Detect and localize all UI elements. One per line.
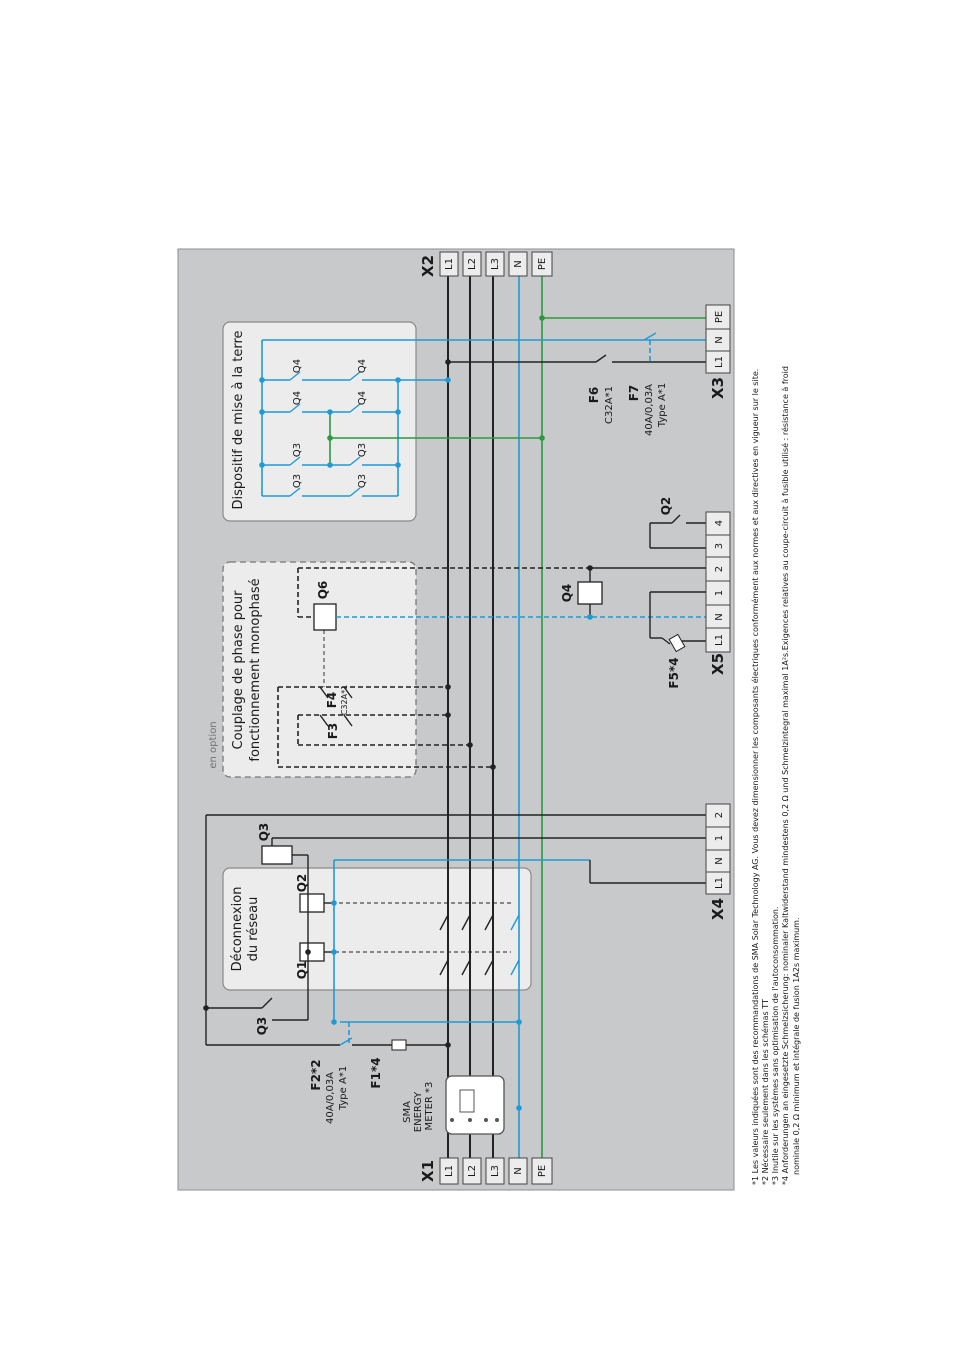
f6-label: F6 — [587, 387, 601, 404]
terminal-x5: L1 N 1 2 3 4 X5 — [705, 511, 731, 675]
optional-label: en option — [208, 721, 219, 768]
x4-pin-n: N — [714, 857, 725, 864]
q6-label: Q6 — [316, 581, 330, 600]
x2-pin-pe: PE — [537, 258, 548, 270]
x5-pin-l1: L1 — [714, 634, 725, 646]
x5-pin-4: 4 — [714, 520, 725, 526]
x3-label: X3 — [709, 377, 727, 399]
f4-rating: C32A*1 — [340, 685, 349, 715]
x2-pin-l1: L1 — [444, 258, 455, 270]
x2-label: X2 — [419, 255, 437, 277]
footnote-1: *1 Les valeurs indiquées sont des recomm… — [750, 369, 760, 1185]
f7-label: F7 — [627, 385, 641, 402]
q4-contact-d: Q4 — [357, 359, 368, 373]
terminal-x1: L1 L2 L3 N PE X1 — [419, 1157, 553, 1185]
x4-label: X4 — [709, 898, 727, 920]
x1-pin-l3: L3 — [490, 1165, 501, 1177]
x5-pin-2: 2 — [714, 566, 725, 572]
x2-pin-l2: L2 — [467, 258, 478, 270]
q3-label-coil: Q3 — [257, 823, 271, 842]
q4-label-coil: Q4 — [560, 584, 574, 603]
q2-label-contact: Q2 — [659, 497, 673, 516]
q4-coil — [577, 581, 603, 605]
f1-label: F1*4 — [369, 1057, 383, 1088]
x1-pin-n: N — [513, 1167, 524, 1174]
f2-label: F2*2 — [309, 1059, 323, 1090]
terminal-x4: L1 N 1 2 X4 — [705, 803, 731, 920]
x3-pin-pe: PE — [714, 311, 725, 323]
q6-coil — [313, 603, 337, 631]
energy-meter — [445, 1075, 505, 1135]
x2-pin-l3: L3 — [490, 258, 501, 270]
x3-pin-l1: L1 — [714, 356, 725, 368]
footnotes: *1 Les valeurs indiquées sont des recomm… — [750, 366, 801, 1185]
q-coils — [261, 845, 590, 1021]
x3-pin-n: N — [714, 336, 725, 343]
q2-label: Q2 — [295, 874, 309, 893]
q3-contact-b: Q3 — [292, 443, 303, 457]
q3-contact-c: Q3 — [357, 474, 368, 488]
f4-label: F4 — [325, 692, 339, 709]
terminal-x2: L1 L2 L3 N PE X2 — [419, 251, 553, 277]
f6-rating: C32A*1 — [604, 386, 615, 424]
x1-pin-pe: PE — [537, 1165, 548, 1177]
f3-label: F3 — [326, 723, 340, 740]
q4-contact-c: Q4 — [357, 391, 368, 405]
f1-f2-protection — [339, 1021, 519, 1051]
f7-type: Type A*1 — [657, 383, 668, 428]
meter-line-2: ENERGY — [413, 1091, 424, 1132]
footnote-4: *4 Anforderungen an eingesetzte Schmelzs… — [780, 366, 790, 1185]
q4-contact-a: Q4 — [292, 391, 303, 405]
phase-coupling-wiring — [277, 567, 706, 768]
q3-contact-a: Q3 — [292, 474, 303, 488]
f7-rating: 40A/0,03A — [644, 384, 655, 436]
x5-pin-1: 1 — [714, 590, 725, 596]
q1-label: Q1 — [295, 961, 309, 980]
x4-pin-l1: L1 — [714, 877, 725, 889]
junction-dots — [203, 315, 593, 1111]
q2-coil — [299, 893, 325, 913]
f6-f7-wiring — [448, 317, 706, 363]
q3-coil — [261, 845, 293, 865]
x5-label: X5 — [709, 653, 727, 675]
phase-coupling-title-1: Couplage de phase pour — [231, 590, 246, 750]
footnote-2: *2 Nécessaire seulement dans les schémas… — [760, 999, 770, 1185]
meter-line-1: SMA — [402, 1101, 413, 1123]
q4-coil-wiring — [577, 514, 706, 645]
phase-coupling-title-2: fonctionnement monophasé — [248, 578, 263, 761]
grid-disconnect-title-2: du réseau — [246, 897, 261, 962]
q1-coil — [299, 942, 325, 962]
grounding-wiring — [259, 339, 706, 497]
x1-pin-l2: L2 — [467, 1165, 478, 1177]
q3-contact-d: Q3 — [357, 443, 368, 457]
grounding-box — [222, 321, 417, 522]
x1-pin-l1: L1 — [444, 1165, 455, 1177]
f5-label: F5*4 — [667, 657, 681, 688]
meter-line-3: METER *3 — [424, 1082, 435, 1131]
x2-pin-n: N — [513, 260, 524, 267]
x4-pin-2: 2 — [714, 812, 725, 818]
x1-label: X1 — [419, 1160, 437, 1182]
q3-contact-wiring — [205, 814, 706, 1046]
x4-pin-1: 1 — [714, 835, 725, 841]
grounding-title: Dispositif de mise à la terre — [231, 330, 246, 509]
x5-pin-3: 3 — [714, 543, 725, 549]
x5-pin-n: N — [714, 613, 725, 620]
phase-coupling-box — [222, 561, 417, 778]
f2-type: Type A*1 — [338, 1066, 349, 1111]
grid-disconnect-title-1: Déconnexion — [230, 887, 245, 972]
q4-contact-b: Q4 — [292, 359, 303, 373]
q3-label-contact: Q3 — [255, 1017, 269, 1036]
terminal-x3: L1 N PE X3 — [705, 304, 731, 399]
footnote-3: *3 Inutile sur les systèmes sans optimis… — [770, 906, 780, 1185]
footnote-5: nominale 0,2 Ω minimum et intégrale de f… — [791, 917, 801, 1175]
f2-rating: 40A/0,03A — [325, 1072, 336, 1124]
